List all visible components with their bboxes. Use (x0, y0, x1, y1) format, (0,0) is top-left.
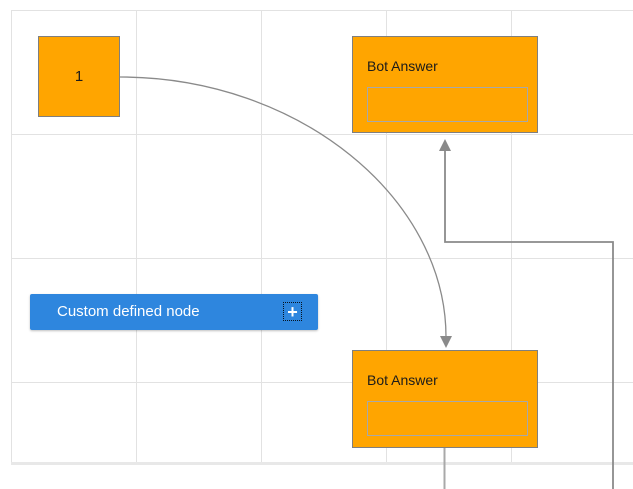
grid-lines (11, 10, 633, 465)
arrow-up-icon (439, 139, 451, 151)
node-bot-answer-bottom[interactable]: Bot Answer (352, 350, 538, 448)
node-bot-answer-top[interactable]: Bot Answer (352, 36, 538, 133)
curved-connector-start-to-bottom-answer[interactable] (119, 76, 447, 338)
plus-glyph: + (287, 301, 298, 322)
node-start-label: 1 (74, 68, 84, 85)
answer-text-box[interactable] (367, 401, 528, 436)
node-custom-label: Custom defined node (57, 303, 200, 320)
node-custom-defined[interactable]: Custom defined node + (30, 294, 318, 330)
node-start[interactable]: 1 (38, 36, 120, 117)
connectors (119, 76, 614, 489)
arrow-down-icon (440, 336, 452, 348)
add-icon[interactable]: + (283, 302, 302, 321)
answer-text-box[interactable] (367, 87, 528, 122)
node-title: Bot Answer (367, 372, 438, 388)
loop-connector-to-top-answer[interactable] (444, 151, 614, 489)
node-title: Bot Answer (367, 58, 438, 74)
